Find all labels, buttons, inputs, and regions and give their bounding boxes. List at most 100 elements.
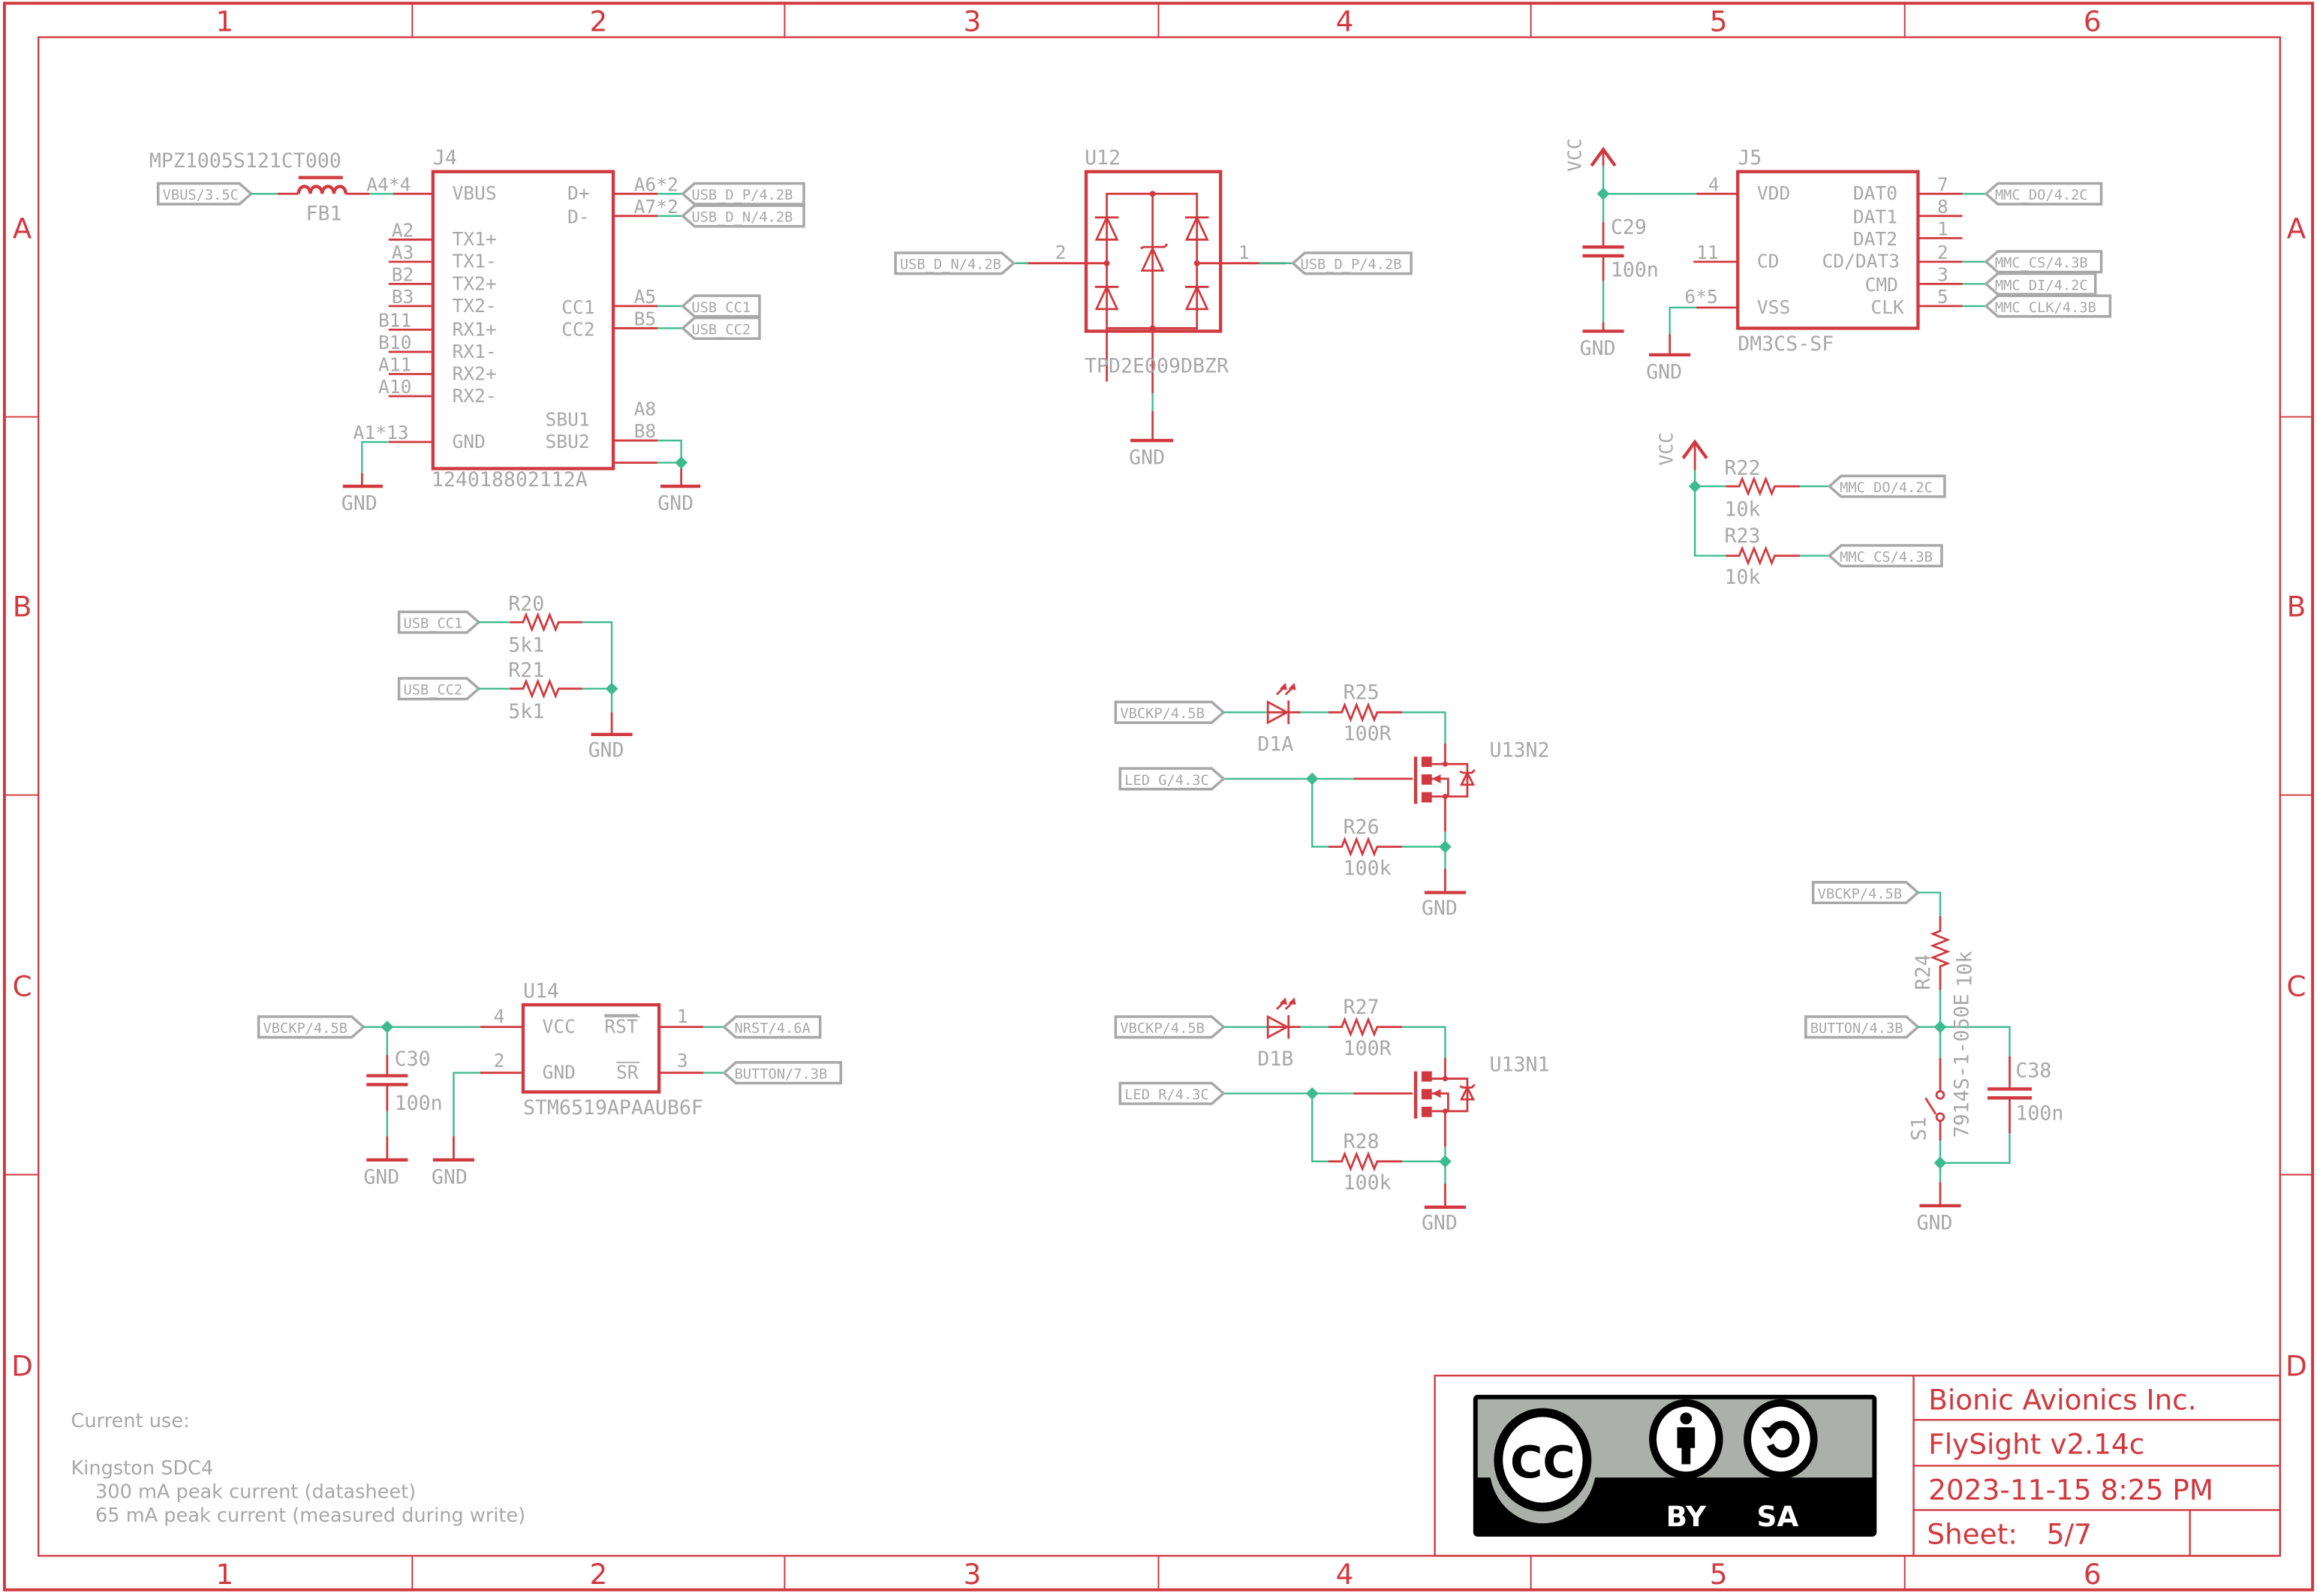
u14-ref: U14 bbox=[523, 979, 559, 1002]
pin-name: RX2+ bbox=[452, 362, 496, 384]
port-usb-d-p[interactable]: USB_D_P/4.2B bbox=[1290, 251, 1413, 275]
s1-ref: S1 bbox=[1907, 1117, 1930, 1141]
button-circuit[interactable]: VBCKP/4.5B R24 10k BUTTON/4.3B GND S1 79… bbox=[1804, 880, 2064, 1235]
u14-value: STM6519APAAUB6F bbox=[523, 1096, 703, 1120]
cc-icon: CC bbox=[1494, 1408, 1592, 1512]
led-green-driver[interactable]: VBCKP/4.5B D1A R25 100R U13N2 bbox=[1114, 681, 1550, 920]
r22-value: 10k bbox=[1725, 497, 1761, 521]
port-vbckp[interactable]: VBCKP/4.5B bbox=[1114, 1015, 1226, 1039]
j4-usb-connector[interactable]: MPZ1005S121CT000 VBUS/3.5C FB1 A4*4 J4 1… bbox=[149, 146, 805, 515]
u13n2-ref: U13N2 bbox=[1490, 738, 1550, 762]
port-usb-cc2[interactable]: USB_CC2 bbox=[680, 316, 761, 340]
r28-value: 100k bbox=[1344, 1171, 1392, 1195]
pin-name: DAT2 bbox=[1853, 228, 1897, 250]
date-time: 2023-11-15 8:25 PM bbox=[1928, 1474, 2213, 1507]
port-label: BUTTON/4.3B bbox=[1810, 1021, 1903, 1037]
port-mmc-do[interactable]: MMC_DO/4.2C bbox=[1827, 474, 1946, 498]
port-label: MMC_CLK/4.3B bbox=[1995, 300, 2096, 316]
gnd-label: GND bbox=[657, 492, 694, 515]
note-line: 65 mA peak current (measured during writ… bbox=[71, 1504, 526, 1527]
port-nrst[interactable]: NRST/4.6A bbox=[721, 1015, 822, 1039]
column-label: 2 bbox=[589, 5, 607, 38]
port-vbus[interactable]: VBUS/3.5C bbox=[156, 182, 254, 206]
u12-ref: U12 bbox=[1085, 146, 1121, 170]
port-usb-cc1[interactable]: USB_CC1 bbox=[397, 610, 481, 634]
j5-microsd-connector[interactable]: VCC 4 C29 100n GND J5 DM3CS-SF 11 6*5 GN… bbox=[1564, 138, 2112, 383]
c38-value: 100n bbox=[2015, 1102, 2063, 1126]
port-mmc-cs[interactable]: MMC_CS/4.3B bbox=[1827, 544, 1943, 568]
port-mmc-cs[interactable]: MMC_CS/4.3B bbox=[1984, 250, 2103, 274]
r25-value: 100R bbox=[1344, 723, 1392, 746]
pin-name: TX2+ bbox=[452, 272, 496, 294]
led-icon bbox=[1266, 682, 1296, 725]
port-mmc-di[interactable]: MMC_DI/4.2C bbox=[1984, 272, 2097, 296]
pin-pad: A2 bbox=[392, 219, 414, 241]
pin-pad: A4*4 bbox=[366, 173, 411, 195]
mmc-pullup-resistors[interactable]: VCC R22 10k R23 10k MMC_DO/4.2C MMC_CS/4… bbox=[1656, 432, 1946, 589]
pin-pad: 3 bbox=[677, 1050, 688, 1072]
port-led-g[interactable]: LED_G/4.3C bbox=[1118, 767, 1226, 791]
j4-ref: J4 bbox=[433, 146, 457, 170]
u12-value: TPD2E009DBZR bbox=[1085, 355, 1229, 378]
gnd-label: GND bbox=[1422, 897, 1458, 920]
port-label: MMC_DO/4.2C bbox=[1995, 188, 2088, 203]
pin-name: DAT1 bbox=[1853, 206, 1897, 228]
row-label: D bbox=[2285, 1349, 2307, 1382]
port-button[interactable]: BUTTON/4.3B bbox=[1804, 1015, 1921, 1039]
r24-value: 10k bbox=[1953, 951, 1976, 987]
u12-esd-protection[interactable]: U12 2 1 TPD2E009DBZR USB_D_N/4.2B bbox=[894, 146, 1413, 470]
port-usb-d-n[interactable]: USB_D_N/4.2B bbox=[680, 204, 805, 228]
port-usb-cc2[interactable]: USB_CC2 bbox=[397, 677, 481, 701]
port-usb-d-n[interactable]: USB_D_N/4.2B bbox=[894, 251, 1016, 275]
sheet-number: 5/7 bbox=[2047, 1518, 2092, 1551]
u14-reset-controller[interactable]: VBCKP/4.5B 4 C30 100n GND 2 GND U14 STM6… bbox=[257, 979, 842, 1189]
column-label: 6 bbox=[2084, 1558, 2102, 1591]
pin-pad: 2 bbox=[1055, 242, 1067, 263]
r22-ref: R22 bbox=[1725, 456, 1761, 479]
port-button[interactable]: BUTTON/7.3B bbox=[721, 1061, 842, 1085]
row-label: B bbox=[13, 590, 32, 623]
r27-value: 100R bbox=[1344, 1037, 1392, 1060]
port-vbckp[interactable]: VBCKP/4.5B bbox=[1811, 880, 1921, 905]
design-notes: Current use: Kingston SDC4 300 mA peak c… bbox=[71, 1410, 526, 1527]
port-usb-d-p[interactable]: USB_D_P/4.2B bbox=[680, 182, 805, 206]
port-label: MMC_CS/4.3B bbox=[1840, 550, 1933, 566]
vcc-label: VCC bbox=[1564, 138, 1586, 171]
r25-ref: R25 bbox=[1344, 681, 1380, 705]
port-led-r[interactable]: LED_R/4.3C bbox=[1118, 1081, 1226, 1105]
usb-cc-pulldowns[interactable]: USB_CC1 USB_CC2 R20 5k1 R21 5k1 GND bbox=[397, 592, 633, 762]
inductor-fb1-symbol bbox=[296, 176, 348, 194]
port-vbckp[interactable]: VBCKP/4.5B bbox=[1114, 700, 1226, 724]
port-usb-cc1[interactable]: USB_CC1 bbox=[680, 294, 761, 318]
pin-pad: A8 bbox=[634, 398, 657, 420]
port-label: MMC_CS/4.3B bbox=[1995, 256, 2088, 272]
r24-ref: R24 bbox=[1912, 954, 1935, 990]
column-label: 4 bbox=[1336, 1558, 1354, 1591]
cc-text: CC bbox=[1510, 1436, 1575, 1488]
port-label: USB_D_P/4.2B bbox=[1301, 257, 1402, 273]
port-vbckp[interactable]: VBCKP/4.5B bbox=[257, 1015, 366, 1039]
column-label: 2 bbox=[589, 1558, 607, 1591]
pin-pad: 8 bbox=[1937, 196, 1948, 218]
c29-ref: C29 bbox=[1611, 215, 1647, 239]
led-red-driver[interactable]: VBCKP/4.5B D1B R27 100R U13N1 bbox=[1114, 996, 1550, 1234]
column-label: 4 bbox=[1336, 5, 1354, 38]
port-label: VBUS/3.5C bbox=[163, 188, 239, 203]
pin-name: TX1+ bbox=[452, 228, 496, 250]
license-sa: SA bbox=[1756, 1500, 1798, 1533]
pin-pad: A3 bbox=[392, 242, 414, 263]
pin-name: VBUS bbox=[452, 182, 496, 204]
port-label: USB_CC2 bbox=[691, 322, 751, 338]
port-label: VBCKP/4.5B bbox=[1818, 886, 1903, 902]
u13n1-ref: U13N1 bbox=[1490, 1053, 1550, 1077]
pin-pad: B5 bbox=[634, 308, 657, 330]
led-icon bbox=[1266, 997, 1296, 1039]
pin-name: RX2- bbox=[452, 385, 496, 407]
column-label: 5 bbox=[1710, 5, 1728, 38]
pin-name: TX2- bbox=[452, 295, 496, 317]
port-mmc-clk[interactable]: MMC_CLK/4.3B bbox=[1984, 294, 2112, 318]
port-mmc-do[interactable]: MMC_DO/4.2C bbox=[1984, 182, 2103, 206]
row-label: A bbox=[13, 212, 32, 245]
pin-name: RX1+ bbox=[452, 318, 496, 340]
